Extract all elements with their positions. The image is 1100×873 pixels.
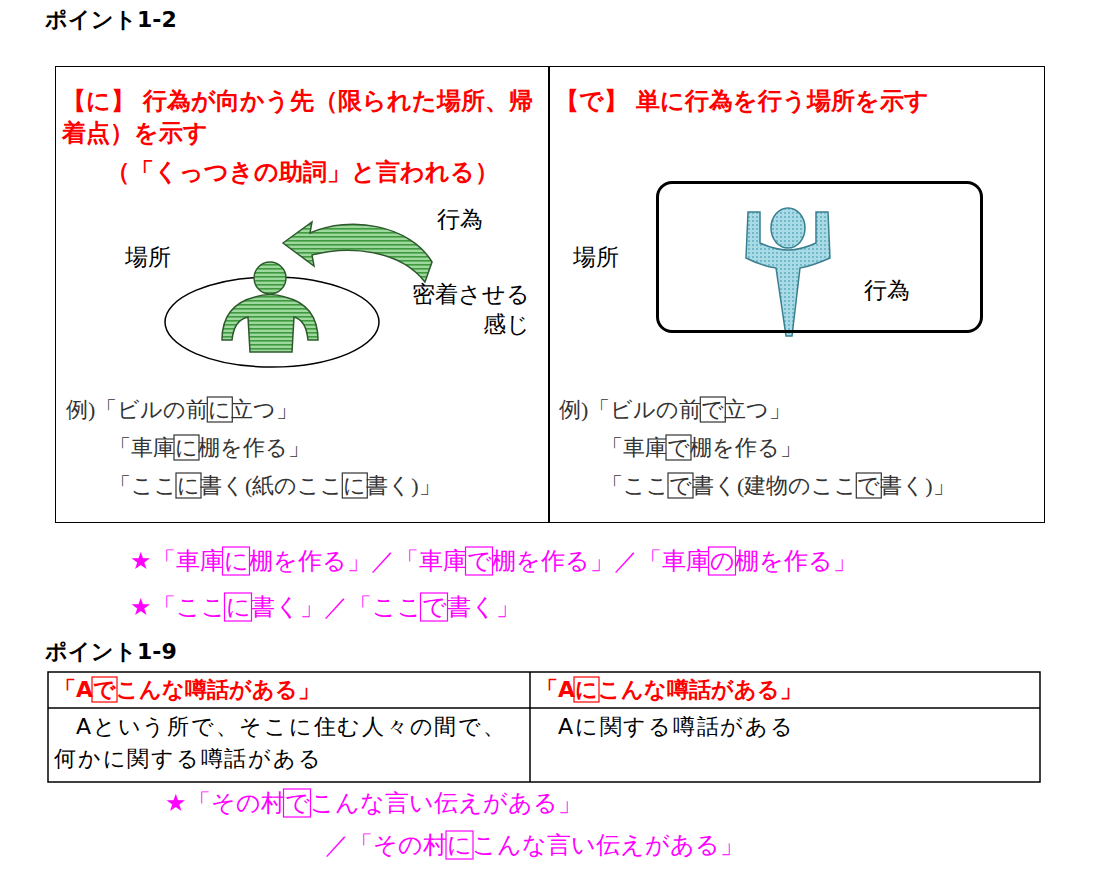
place-box: 行為 <box>656 181 983 333</box>
table-cell-text: Aという所で、そこに住む人々の間で、何かに関する噂話がある <box>54 711 524 775</box>
table-header: 「Aでこんな噂話がある」 <box>54 675 320 706</box>
example-text: 例)「ビルの前に立つ」 <box>66 396 298 425</box>
example-text: 「ここで書く(建物のここで書く)」 <box>601 472 955 501</box>
table-border <box>48 672 1040 782</box>
section-heading: ポイント1-9 <box>45 638 177 667</box>
table-cell: 【で】 単に行為を行う場所を示す例)「ビルの前で立つ」「車庫で棚を作る」「ここで… <box>548 66 1045 523</box>
feeling-label: 密着させる感じ <box>412 280 530 340</box>
example-text: 「車庫で棚を作る」 <box>601 434 802 463</box>
table-rule <box>529 672 531 782</box>
comparison-note: ／「その村にこんな言い伝えがある」 <box>325 830 744 861</box>
comparison-note: ★「ここに書く」／「ここで書く」 <box>130 592 520 623</box>
action-label: 行為 <box>864 276 910 306</box>
table-rule <box>48 707 1040 709</box>
person-head <box>771 208 805 248</box>
person-body <box>746 212 830 336</box>
example-text: 「ここに書く(紙のここに書く)」 <box>109 472 441 501</box>
rule-heading: 【で】 単に行為を行う場所を示す <box>555 85 1038 117</box>
person-head <box>254 262 286 294</box>
section-heading: ポイント1-2 <box>45 6 177 35</box>
table-cell-text: Aに関する噂話がある <box>536 711 1034 743</box>
action-label: 行為 <box>437 205 483 235</box>
example-text: 「車庫に棚を作る」 <box>109 434 310 463</box>
place-label: 場所 <box>573 243 619 273</box>
comparison-note: ★「車庫に棚を作る」／「車庫で棚を作る」／「車庫の棚を作る」 <box>130 546 857 577</box>
rule-heading: 【に】 行為が向かう先（限られた場所、帰着点）を示す <box>62 85 543 150</box>
person-body <box>222 295 318 353</box>
action-arrow <box>283 222 432 282</box>
comparison-note: ★「その村でこんな言い伝えがある」 <box>165 788 582 819</box>
place-label: 場所 <box>125 243 171 273</box>
example-text: 例)「ビルの前で立つ」 <box>559 396 791 425</box>
rule-note: （「くっつきの助詞」と言われる） <box>106 156 543 188</box>
table-header: 「Aにこんな噂話がある」 <box>536 675 802 706</box>
